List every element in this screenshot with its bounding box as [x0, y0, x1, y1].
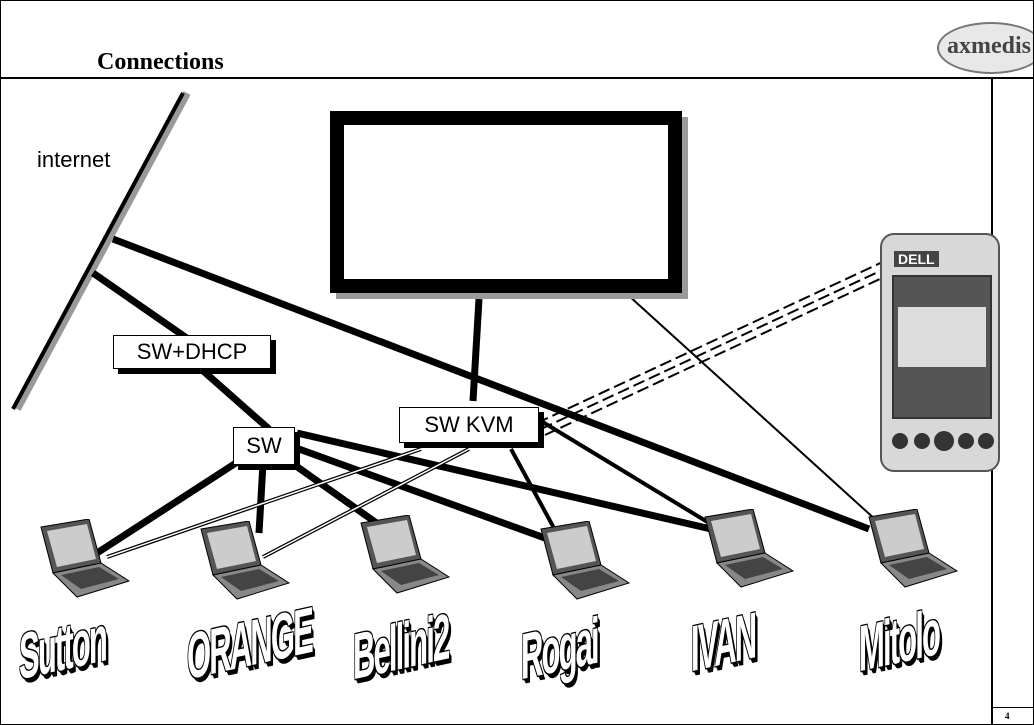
pda-screen-content [898, 307, 986, 367]
server-display [330, 111, 682, 293]
page-number: 4 [1005, 711, 1010, 721]
internet-label: internet [37, 147, 111, 172]
cable-kvm-to-ivan [539, 419, 721, 531]
internet-backbone [13, 91, 191, 411]
pda-device: DELL [880, 233, 1000, 472]
laptop-icon [360, 515, 451, 594]
wireless-link-a [536, 258, 890, 424]
cable-dhcp-to-sw [198, 366, 272, 432]
cable-server-to-mitolo [616, 284, 878, 522]
cable-sw-to-orange [255, 462, 267, 534]
cable-kvm-to-rogai [509, 448, 563, 542]
cable-sw-to-ivan [296, 429, 712, 533]
pda-button-icon [978, 433, 994, 449]
cable-sw-to-sutton [95, 458, 241, 556]
laptop-icon [868, 509, 959, 588]
switch-box: SW [233, 427, 295, 465]
axmedis-logo: axmedis [937, 22, 1033, 74]
cable-internet-to-mitolo [111, 235, 871, 533]
switch-dhcp-box: SW+DHCP [113, 335, 271, 369]
page-number-rule [993, 707, 1033, 708]
pda-nav-button-icon [934, 431, 954, 451]
pda-screen [892, 275, 992, 419]
laptop-icon [540, 521, 631, 600]
machine-name-ivan: IVAN [691, 598, 756, 686]
laptop-icon [40, 519, 131, 598]
kvm-switch-box: SW KVM [399, 407, 539, 443]
laptop-icon [200, 521, 291, 600]
cable-sw-to-rogai [297, 445, 555, 545]
slide-title: Connections [97, 49, 224, 75]
cable-sw-to-bellini2 [286, 458, 388, 532]
pda-button-icon [958, 433, 974, 449]
logo-text: axmedis [947, 33, 1031, 59]
cable-internet-to-dhcp [91, 270, 193, 344]
laptop-icon [704, 509, 795, 588]
title-divider [1, 77, 1033, 79]
pda-button-icon [914, 433, 930, 449]
pda-brand: DELL [894, 251, 939, 267]
cable-server-to-kvm [469, 298, 483, 402]
pda-button-icon [892, 433, 908, 449]
